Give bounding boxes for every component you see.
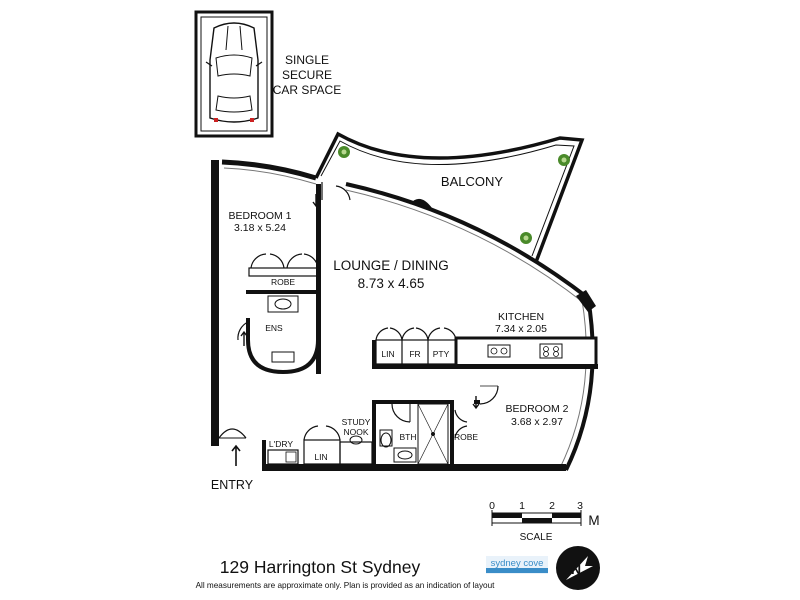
lounge-label: LOUNGE / DINING (333, 258, 449, 273)
left-wall (211, 160, 219, 446)
svg-text:N: N (571, 561, 581, 577)
kitchen-block (372, 327, 598, 369)
robe-label: ROBE (271, 277, 295, 287)
fr-label: FR (409, 349, 420, 359)
study-label-1: STUDY (342, 417, 371, 427)
balcony (314, 131, 585, 263)
plant-icon (520, 232, 532, 244)
scale-tick-3: 3 (577, 500, 583, 512)
car-space (194, 10, 274, 138)
entry-label: ENTRY (211, 478, 254, 492)
scale-label: SCALE (520, 532, 553, 543)
scale-bar (491, 510, 582, 526)
bedroom1-partition (237, 184, 321, 375)
north-compass-icon: N (556, 546, 600, 590)
parking-label-1: SINGLE (285, 53, 329, 67)
scale-tick-0: 0 (489, 500, 495, 512)
bedroom1-dims: 3.18 x 5.24 (234, 222, 286, 234)
scale-tick-1: 1 (519, 500, 525, 512)
glazed-wall (221, 159, 596, 471)
svg-text:sydney cove: sydney cove (491, 558, 544, 569)
lower-wing (218, 385, 566, 471)
bedroom2-label: BEDROOM 2 (505, 403, 568, 415)
bedroom1-label: BEDROOM 1 (228, 210, 291, 222)
robe2-label: ROBE (454, 432, 478, 442)
bedroom2-dims: 3.68 x 2.97 (511, 416, 563, 428)
car-icon (205, 22, 263, 123)
lin2-label: LIN (314, 452, 327, 462)
parking-label-2: SECURE (282, 68, 332, 82)
study-label-2: NOOK (343, 427, 368, 437)
parking-label-3: CAR SPACE (273, 83, 341, 97)
scale-unit: M (588, 513, 599, 528)
bth-label: BTH (400, 432, 417, 442)
scale-tick-2: 2 (549, 500, 555, 512)
plant-icon (558, 154, 570, 166)
address: 129 Harrington St Sydney (220, 557, 421, 577)
pty-label: PTY (433, 349, 450, 359)
ldry-label: L'DRY (269, 439, 293, 449)
balcony-label: BALCONY (441, 174, 503, 189)
ens-label: ENS (265, 323, 283, 333)
kitchen-dims: 7.34 x 2.05 (495, 323, 547, 335)
kitchen-label: KITCHEN (498, 311, 544, 323)
sydney-cove-logo: sydney cove (486, 556, 548, 574)
disclaimer: All measurements are approximate only. P… (196, 581, 496, 590)
plant-icon (338, 146, 350, 158)
lin-label: LIN (381, 349, 394, 359)
lounge-dims: 8.73 x 4.65 (358, 276, 425, 291)
